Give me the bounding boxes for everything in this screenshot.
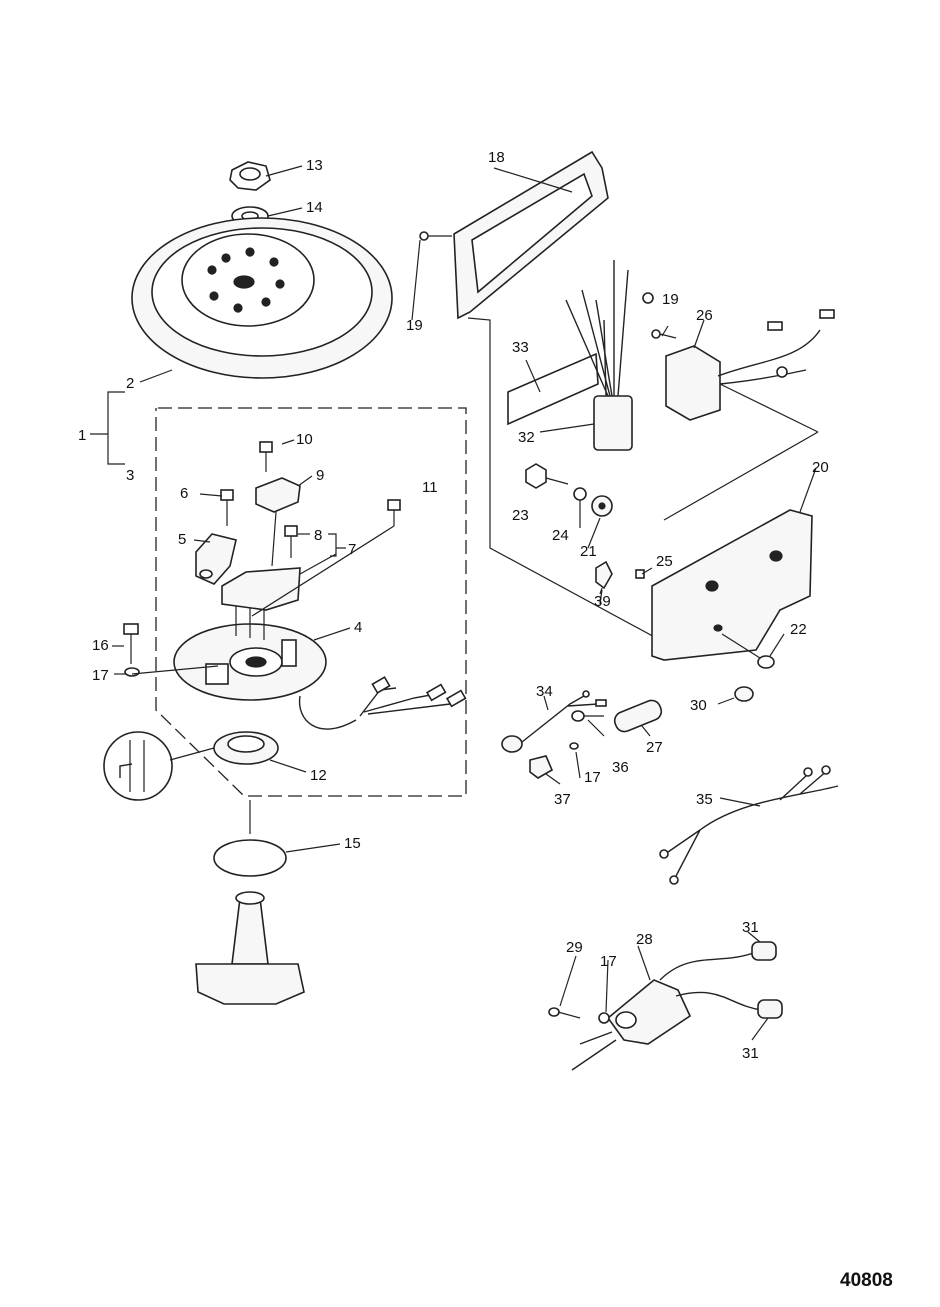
callout-19-right: 19 (662, 291, 679, 308)
callout-19-left: 19 (406, 317, 423, 334)
screw-22 (721, 633, 775, 669)
callout-31-upper: 31 (742, 919, 759, 936)
callout-35: 35 (696, 791, 713, 808)
callout-27: 27 (646, 739, 663, 756)
screw-8 (284, 525, 298, 558)
callout-21: 21 (580, 543, 597, 560)
callout-23: 23 (512, 507, 529, 524)
flywheel (131, 217, 393, 379)
screw-11 (387, 499, 401, 526)
detail-inset (103, 731, 173, 801)
callout-28: 28 (636, 931, 653, 948)
callout-30: 30 (690, 697, 707, 714)
sleeve-27 (613, 699, 663, 733)
screw-36 (571, 710, 604, 722)
callout-6: 6 (180, 485, 188, 502)
spark-plug-cap-lower (757, 999, 783, 1019)
callout-26: 26 (696, 307, 713, 324)
callout-32: 32 (518, 429, 535, 446)
wire-harness-34 (501, 690, 607, 753)
screw-29 (548, 1007, 581, 1019)
spark-plug-cap-upper (751, 941, 777, 961)
callout-2: 2 (126, 375, 134, 392)
callout-31-lower: 31 (742, 1045, 759, 1062)
callout-10: 10 (296, 431, 313, 448)
callout-36: 36 (612, 759, 629, 776)
oil-seal (213, 731, 279, 765)
callout-4: 4 (354, 619, 362, 636)
washer-17 (124, 667, 140, 677)
retainer-9 (255, 477, 301, 513)
callout-25: 25 (656, 553, 673, 570)
callout-7: 7 (348, 541, 356, 558)
ignition-coil (571, 951, 763, 1071)
callout-24: 24 (552, 527, 569, 544)
washer-17-small (569, 742, 579, 750)
callout-18: 18 (488, 149, 505, 166)
callout-5: 5 (178, 531, 186, 548)
callout-17-small: 17 (584, 769, 601, 786)
callout-9: 9 (316, 467, 324, 484)
rectifier-26 (665, 309, 835, 421)
callout-22: 22 (790, 621, 807, 638)
callout-29: 29 (566, 939, 583, 956)
flywheel-nut (229, 161, 271, 191)
callout-16: 16 (92, 637, 109, 654)
clamp-37 (529, 755, 554, 779)
callout-8: 8 (314, 527, 322, 544)
nut-25 (635, 569, 645, 579)
screw-10 (259, 441, 273, 472)
callout-33: 33 (512, 339, 529, 356)
grommet-21 (591, 495, 613, 517)
callout-3: 3 (126, 467, 134, 484)
coil-5 (195, 533, 237, 585)
callout-17-coil: 17 (600, 953, 617, 970)
callout-17-stator: 17 (92, 667, 109, 684)
washer-24 (573, 487, 587, 501)
callout-39: 39 (594, 593, 611, 610)
callout-13: 13 (306, 157, 323, 174)
crankshaft-base (195, 891, 305, 1005)
screw-23 (525, 463, 569, 489)
callout-34: 34 (536, 683, 553, 700)
washer-17-coil (598, 1012, 610, 1024)
grommet-30 (734, 686, 754, 702)
screw-6 (220, 489, 234, 526)
rectifier-32 (565, 260, 654, 451)
callout-20: 20 (812, 459, 829, 476)
decal (507, 352, 599, 426)
wire-harness-35 (659, 765, 839, 885)
screw-19-right (651, 329, 677, 339)
figure-number: 40808 (840, 1270, 893, 1291)
callout-1: 1 (78, 427, 86, 444)
trigger (221, 567, 301, 640)
callout-11: 11 (422, 479, 438, 496)
callout-12: 12 (310, 767, 327, 784)
junction-box-cover (453, 150, 609, 320)
callout-15: 15 (344, 835, 361, 852)
callout-37: 37 (554, 791, 571, 808)
screw-16 (123, 623, 139, 664)
screw-19-left (419, 231, 452, 241)
mounting-bracket (651, 509, 813, 661)
callout-14: 14 (306, 199, 323, 216)
clip-39 (595, 560, 613, 590)
stator-plate (173, 623, 327, 701)
